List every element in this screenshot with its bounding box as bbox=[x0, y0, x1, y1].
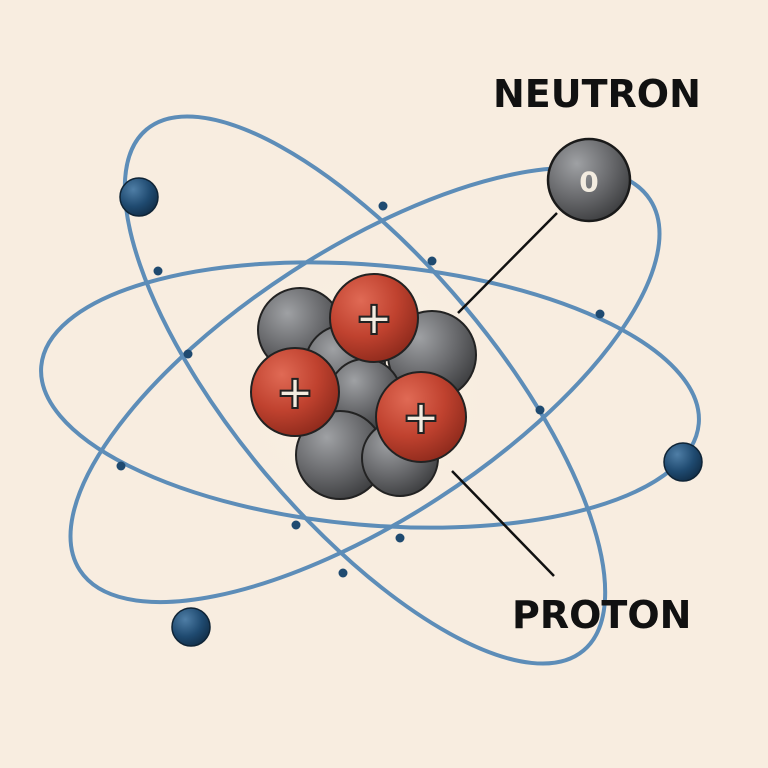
neutron-charge-symbol: 0 bbox=[579, 166, 598, 199]
intersection-dot bbox=[153, 266, 163, 276]
electron bbox=[119, 177, 159, 217]
electron bbox=[663, 442, 703, 482]
proton-charge-symbol: + bbox=[402, 390, 441, 444]
nucleus: + + + bbox=[250, 273, 477, 500]
orbit-horizontal bbox=[39, 260, 701, 530]
intersection-dot bbox=[183, 349, 193, 359]
intersection-dot bbox=[595, 309, 605, 319]
proton-charge-symbol: + bbox=[355, 291, 394, 345]
proton-leader-line bbox=[451, 470, 555, 577]
proton-callout: PROTON bbox=[451, 470, 691, 637]
nucleus-proton: + bbox=[250, 347, 340, 437]
intersection-dot bbox=[395, 533, 405, 543]
neutron-callout: 0 NEUTRON bbox=[457, 72, 701, 314]
electron bbox=[171, 607, 211, 647]
nucleus-proton: + bbox=[375, 371, 467, 463]
proton-charge-symbol: + bbox=[276, 365, 315, 419]
proton-label: PROTON bbox=[512, 593, 691, 637]
orbit-ascending bbox=[68, 165, 662, 605]
intersection-dot bbox=[427, 256, 437, 266]
neutron-leader-line bbox=[457, 212, 558, 314]
intersection-dot bbox=[291, 520, 301, 530]
orbit-intersections bbox=[116, 201, 605, 578]
electrons bbox=[119, 177, 703, 647]
nucleus-proton: + bbox=[329, 273, 419, 363]
intersection-dot bbox=[338, 568, 348, 578]
neutron-label: NEUTRON bbox=[493, 72, 701, 116]
intersection-dot bbox=[378, 201, 388, 211]
neutron-legend-particle bbox=[546, 137, 632, 223]
intersection-dot bbox=[535, 405, 545, 415]
intersection-dot bbox=[116, 461, 126, 471]
